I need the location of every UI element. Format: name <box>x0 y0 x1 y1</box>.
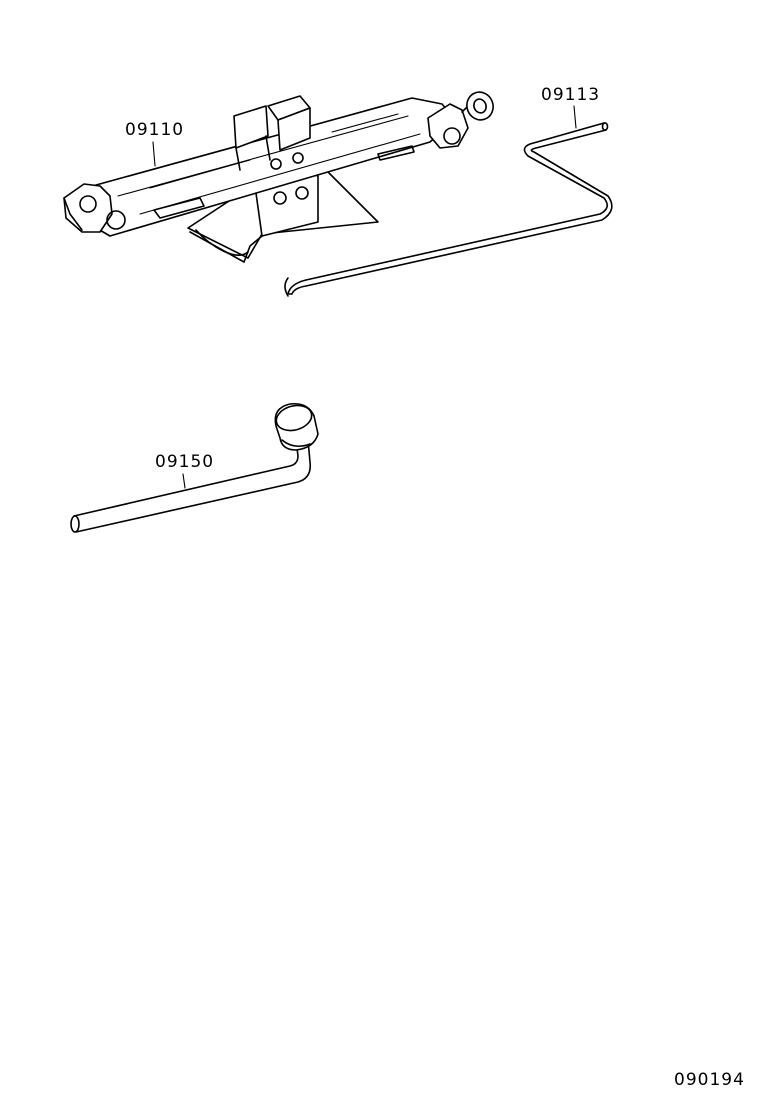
wheel-wrench-part-number: 09150 <box>155 452 215 472</box>
handle-leader-line <box>573 105 577 129</box>
wheel-wrench-drawing <box>70 402 319 533</box>
scissor-jack-drawing <box>63 91 494 263</box>
figure-number: 090194 <box>674 1070 745 1090</box>
jack-part-number: 09110 <box>125 120 185 140</box>
wrench-leader-line <box>182 473 186 489</box>
jack-leader-line <box>152 141 156 167</box>
jack-handle-part-number: 09113 <box>541 85 601 105</box>
jack-handle-drawing <box>284 122 613 297</box>
